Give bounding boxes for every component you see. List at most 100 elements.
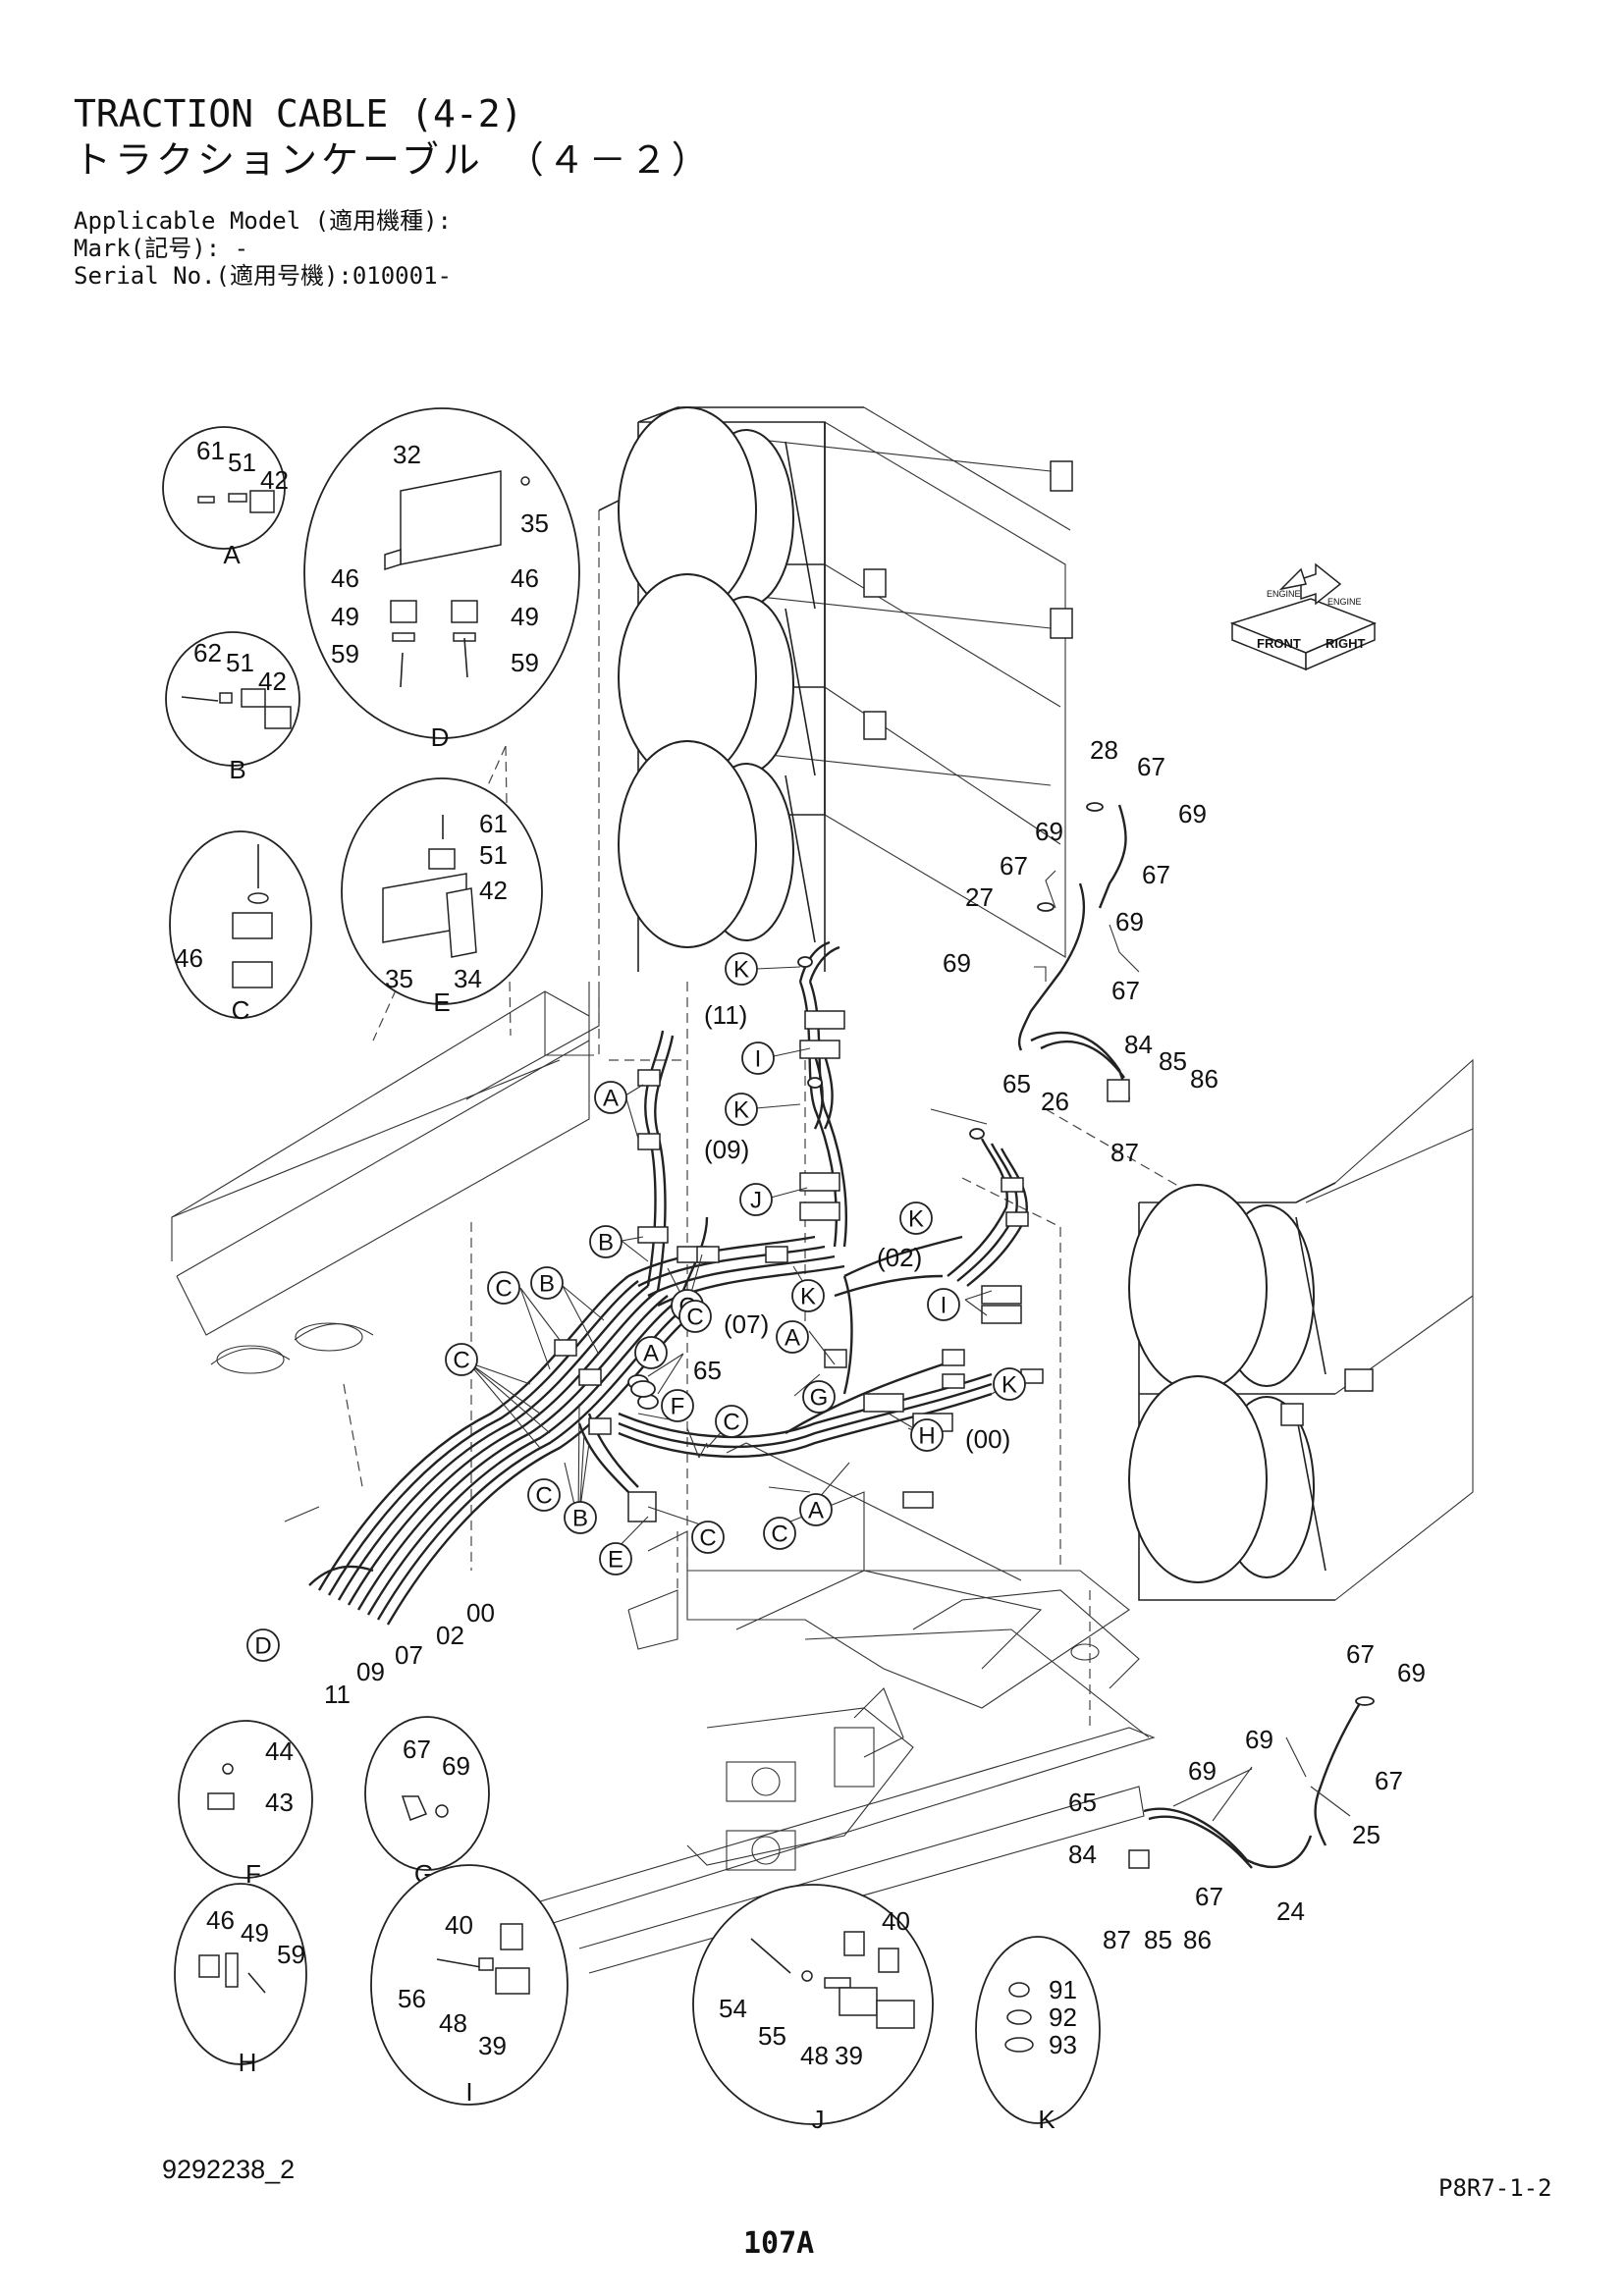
detail-label: H <box>239 2048 257 2077</box>
part-number: 42 <box>479 876 508 905</box>
detail-A: A 61 51 42 <box>162 426 289 569</box>
part-number: 59 <box>277 1940 305 1969</box>
page-code: P8R7-1-2 <box>1438 2174 1552 2202</box>
bubble-K: K <box>800 1284 816 1310</box>
part-number: 51 <box>479 840 508 870</box>
part-number: 35 <box>520 508 549 538</box>
part-number: 40 <box>445 1910 473 1940</box>
bubble-K: K <box>733 957 749 984</box>
cable-end-number: 09 <box>356 1657 385 1686</box>
cable-number: (02) <box>877 1243 922 1272</box>
part-number: 25 <box>1352 1820 1380 1849</box>
detail-label: J <box>812 2105 825 2134</box>
part-number: 42 <box>260 465 289 495</box>
detail-C: C 46 <box>169 830 312 1025</box>
detail-label: E <box>433 988 450 1017</box>
part-number: 85 <box>1159 1046 1187 1076</box>
part-number: 67 <box>1346 1639 1375 1669</box>
part-number: 26 <box>1041 1087 1069 1116</box>
part-number: 59 <box>331 639 359 668</box>
cable-end-number: 00 <box>466 1598 495 1628</box>
part-number: 69 <box>442 1751 470 1781</box>
cable-end-number: 11 <box>324 1680 351 1709</box>
lower-right-cable <box>1128 1696 1375 1869</box>
part-number: 48 <box>439 2008 467 2038</box>
detail-J: J 40 54 55 48 39 <box>692 1884 934 2134</box>
part-number: 84 <box>1124 1030 1153 1059</box>
part-number: 40 <box>882 1906 910 1936</box>
part-number: 56 <box>398 1984 426 2013</box>
cable-end-number: 07 <box>395 1640 423 1670</box>
part-number: 62 <box>193 638 222 667</box>
part-number: 54 <box>719 1994 747 2023</box>
part-number: 46 <box>511 563 539 593</box>
part-number: 69 <box>1188 1756 1217 1786</box>
page-title: TRACTION CABLE (4-2) <box>74 92 523 135</box>
part-number: 61 <box>479 809 508 838</box>
part-number: 85 <box>1144 1925 1172 1954</box>
bubble-C: C <box>453 1348 469 1374</box>
part-number: 86 <box>1183 1925 1212 1954</box>
part-number: 59 <box>511 648 539 677</box>
part-number: 65 <box>1068 1788 1097 1817</box>
part-number: 91 <box>1049 1975 1077 2004</box>
detail-F: F 44 43 <box>178 1720 313 1889</box>
bubble-A: A <box>808 1498 824 1524</box>
bubble-C: C <box>686 1305 703 1331</box>
cable-harness <box>308 940 1044 1626</box>
part-number: 67 <box>1000 851 1028 881</box>
detail-B: B 62 51 42 <box>165 631 300 784</box>
part-number: 28 <box>1090 735 1118 765</box>
part-number: 67 <box>1111 976 1140 1005</box>
part-number: 46 <box>206 1905 235 1935</box>
engine-label: ENGINE <box>1267 589 1301 599</box>
part-number: 65 <box>693 1356 722 1385</box>
machine-structure <box>171 510 1233 1974</box>
serial-number-label: Serial No.(適用号機):010001- <box>74 262 452 290</box>
detail-E: E 61 51 42 35 34 <box>341 777 543 1017</box>
bubble-D: D <box>254 1633 271 1660</box>
cable-end-number: 02 <box>436 1621 464 1650</box>
bubble-B: B <box>572 1506 588 1532</box>
part-number: 39 <box>835 2041 863 2070</box>
part-number: 69 <box>1178 799 1207 828</box>
right-label: RIGHT <box>1326 636 1366 651</box>
bubble-K: K <box>908 1206 924 1233</box>
front-label: FRONT <box>1257 636 1301 651</box>
bubble-B: B <box>539 1271 555 1298</box>
part-number: 48 <box>800 2041 829 2070</box>
part-number: 65 <box>1002 1069 1031 1098</box>
harness-labels: (11) (09) (02) (07) (00) 65 00 02 07 09 … <box>324 1000 1010 1709</box>
part-number: 32 <box>393 440 421 469</box>
orientation-arrow-icon: FRONT RIGHT ENGINE ENGINE <box>1229 562 1377 671</box>
bubble-C: C <box>771 1522 787 1548</box>
detail-I: I 40 56 48 39 <box>370 1864 568 2107</box>
part-number: 67 <box>1142 860 1170 889</box>
detail-label: C <box>232 995 250 1025</box>
part-number: 67 <box>1137 752 1165 781</box>
bubble-C: C <box>535 1483 552 1510</box>
part-number: 69 <box>943 948 971 978</box>
cable-number: (07) <box>724 1309 769 1339</box>
part-number: 67 <box>1375 1766 1403 1795</box>
drawing-number: 9292238_2 <box>162 2155 296 2184</box>
detail-label: B <box>229 755 245 784</box>
cable-number: (09) <box>704 1135 749 1164</box>
upper-drum-stack <box>598 406 1073 972</box>
bubble-H: H <box>918 1423 935 1450</box>
cable-number: (00) <box>965 1424 1010 1454</box>
part-number: 69 <box>1115 907 1144 936</box>
detail-label: A <box>223 540 241 569</box>
part-number: 49 <box>331 602 359 631</box>
part-number: 46 <box>331 563 359 593</box>
part-number: 51 <box>226 648 254 677</box>
part-number: 67 <box>1195 1882 1223 1911</box>
part-number: 24 <box>1276 1896 1305 1926</box>
bubble-A: A <box>603 1086 619 1112</box>
detail-D: D 32 35 46 46 49 49 59 59 <box>303 407 580 752</box>
part-number: 69 <box>1035 817 1063 846</box>
part-number: 46 <box>175 943 203 973</box>
upper-right-callouts: 28 67 69 69 67 67 27 69 69 67 84 85 86 6… <box>943 735 1218 1167</box>
bubble-C: C <box>723 1410 739 1436</box>
